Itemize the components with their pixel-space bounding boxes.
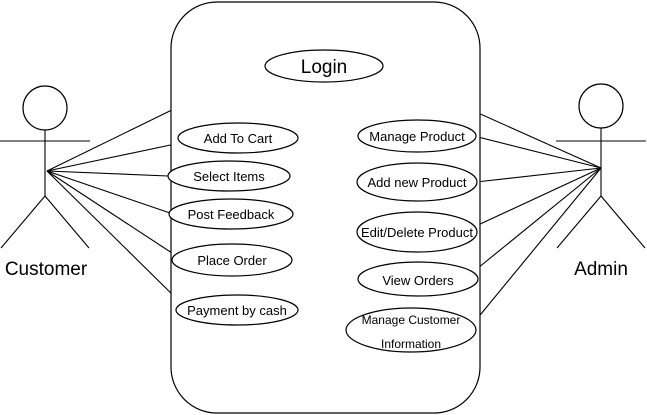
usecase-login-ellipse[interactable] [264,49,384,83]
usecase-select-items-label: Select Items [193,169,265,184]
usecase-edit-delete-product[interactable]: Edit/Delete Product [356,211,478,253]
actor-customer: Customer [0,85,90,280]
assoc-admin-manage-customer [475,167,602,321]
admin-left-leg [556,195,602,249]
assoc-admin-view-orders [477,167,602,269]
usecase-manage-customer-information-ellipse[interactable] [345,307,477,353]
usecase-manage-product-ellipse[interactable] [357,119,477,153]
usecase-edit-delete-product-label: Edit/Delete Product [361,225,473,240]
usecase-manage-product-label: Manage Product [369,129,465,144]
usecase-select-items-ellipse[interactable] [167,160,291,192]
usecase-place-order-ellipse[interactable] [171,243,293,277]
usecase-add-new-product-label: Add new Product [367,175,466,190]
usecase-payment-by-cash[interactable]: Payment by cash [175,294,299,326]
assoc-customer-place-order [46,170,176,256]
admin-right-leg [600,195,646,249]
assoc-customer-select-items [46,170,169,177]
usecase-add-to-cart[interactable]: Add To Cart [177,122,299,154]
usecase-add-new-product-ellipse[interactable] [356,162,478,202]
usecase-post-feedback-label: Post Feedback [188,207,275,222]
usecase-manage-customer-information-label-line2: Information [381,337,441,351]
usecase-add-new-product[interactable]: Add new Product [356,162,478,202]
usecase-edit-delete-product-ellipse[interactable] [356,211,478,253]
assoc-customer-payment [46,170,181,303]
usecase-add-to-cart-ellipse[interactable] [177,122,299,154]
assoc-admin-add-new-product [475,167,602,183]
usecase-payment-by-cash-ellipse[interactable] [175,294,299,326]
actor-admin: Admin [556,83,646,280]
customer-left-leg [0,195,46,249]
usecase-view-orders-ellipse[interactable] [357,261,479,297]
association-lines [46,63,602,321]
assoc-customer-post-feedback [46,170,171,214]
usecase-select-items[interactable]: Select Items [167,160,291,192]
customer-label: Customer [5,259,88,280]
usecase-manage-customer-information-label-line1: Manage Customer [362,313,461,327]
admin-head [578,83,624,129]
usecase-place-order-label: Place Order [197,253,267,268]
assoc-admin-edit-delete-product [477,167,602,226]
usecase-manage-customer-information[interactable]: Manage Customer Information [345,307,477,353]
admin-label: Admin [574,259,628,280]
usecase-place-order[interactable]: Place Order [171,243,293,277]
usecase-view-orders[interactable]: View Orders [357,261,479,297]
assoc-customer-add-to-cart [46,142,181,172]
customer-right-leg [44,195,90,249]
usecase-payment-by-cash-label: Payment by cash [187,303,287,318]
usecase-login[interactable]: Login [264,49,384,83]
usecase-post-feedback[interactable]: Post Feedback [168,198,294,230]
customer-head [22,85,68,131]
usecase-add-to-cart-label: Add To Cart [204,131,273,146]
usecase-login-label: Login [301,57,348,78]
assoc-admin-manage-product [473,135,602,169]
usecase-post-feedback-ellipse[interactable] [168,198,294,230]
usecase-view-orders-label: View Orders [382,273,454,288]
usecase-manage-product[interactable]: Manage Product [357,119,477,153]
